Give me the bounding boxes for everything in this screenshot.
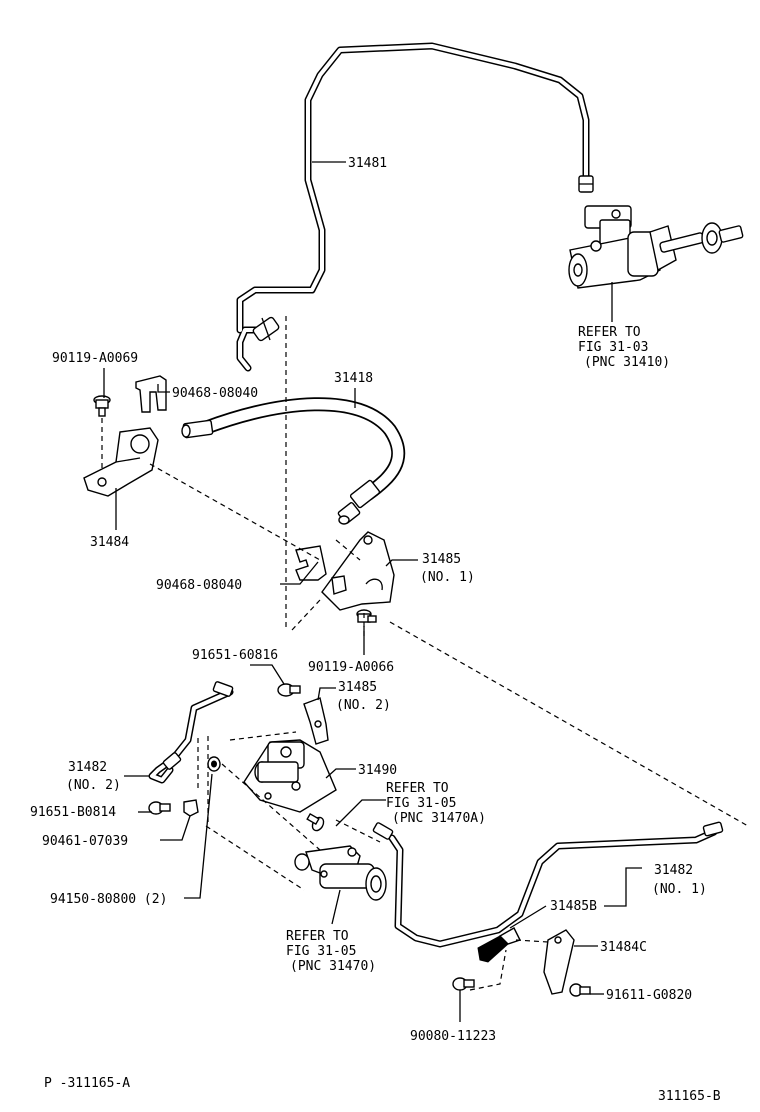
flexible-hose-31418 bbox=[181, 397, 406, 525]
label-31485-no1-sub: (NO. 1) bbox=[420, 570, 475, 585]
clutch-master-cylinder bbox=[568, 205, 744, 322]
label-31482-no2-sub: (NO. 2) bbox=[66, 778, 121, 793]
bolt-90080-11223 bbox=[452, 977, 475, 991]
label-31485-no1: 31485 bbox=[422, 552, 461, 567]
union-31490 bbox=[243, 739, 337, 813]
pipe-31482-no2 bbox=[148, 681, 234, 784]
label-31490: 31490 bbox=[358, 763, 397, 778]
clip-94150-80800 bbox=[207, 756, 221, 772]
clutch-release-cylinder bbox=[294, 845, 387, 901]
label-90468-08040-top: 90468-08040 bbox=[172, 386, 258, 401]
label-90468-08040-mid: 90468-08040 bbox=[156, 578, 242, 593]
label-90080-11223: 90080-11223 bbox=[410, 1029, 496, 1044]
bolt-ref-31470a bbox=[306, 812, 325, 832]
label-31484: 31484 bbox=[90, 535, 129, 550]
label-90119-a0066: 90119-A0066 bbox=[308, 660, 394, 675]
part-labels: 31481 REFER TO FIG 31-03 (PNC 31410) 901… bbox=[30, 156, 721, 1104]
bolt-91651-60816 bbox=[277, 683, 301, 697]
label-refer-fig-31-03-line3: (PNC 31410) bbox=[584, 355, 670, 370]
label-31482-no2: 31482 bbox=[68, 760, 107, 775]
bolt-90119-a0069 bbox=[93, 395, 111, 417]
footer-figure-code-left: P -311165-A bbox=[44, 1076, 130, 1091]
label-refer-fig-31-03-line1: REFER TO bbox=[578, 325, 641, 340]
label-91611-g0820: 91611-G0820 bbox=[606, 988, 692, 1003]
label-90119-a0069: 90119-A0069 bbox=[52, 351, 138, 366]
bracket-31485-no2 bbox=[303, 697, 329, 745]
clip-90468-08040-mid bbox=[295, 545, 327, 581]
label-31485-no2-sub: (NO. 2) bbox=[336, 698, 391, 713]
pipe-31481-flare-nut-lower bbox=[252, 316, 280, 342]
bolt-91651-b0814 bbox=[148, 801, 171, 815]
bolt-91611-g0820 bbox=[569, 983, 591, 997]
label-refer-fig-31-05a-line1: REFER TO bbox=[386, 781, 449, 796]
label-refer-fig-31-03-line2: FIG 31-03 bbox=[578, 340, 648, 355]
label-refer-fig-31-05a-line3: (PNC 31470A) bbox=[392, 811, 486, 826]
label-31484c: 31484C bbox=[600, 940, 647, 955]
label-91651-b0814: 91651-B0814 bbox=[30, 805, 116, 820]
label-refer-fig-31-05-line2: FIG 31-05 bbox=[286, 944, 356, 959]
label-refer-fig-31-05-line1: REFER TO bbox=[286, 929, 349, 944]
label-31481: 31481 bbox=[348, 156, 387, 171]
bracket-31484 bbox=[83, 427, 159, 497]
pipe-31481 bbox=[236, 42, 590, 372]
pipe-31481-flare-nut-upper bbox=[578, 175, 594, 193]
bracket-31485-no1 bbox=[321, 531, 395, 611]
label-31485b: 31485B bbox=[550, 899, 597, 914]
label-31485-no2: 31485 bbox=[338, 680, 377, 695]
label-refer-fig-31-05a-line2: FIG 31-05 bbox=[386, 796, 456, 811]
bracket-31484c bbox=[543, 929, 575, 995]
footer-figure-code-right: 311165-B bbox=[658, 1089, 721, 1104]
label-refer-fig-31-05-line3: (PNC 31470) bbox=[290, 959, 376, 974]
clip-90468-08040-top bbox=[135, 375, 167, 413]
label-31418: 31418 bbox=[334, 371, 373, 386]
label-31482-no1: 31482 bbox=[654, 863, 693, 878]
label-94150-80800: 94150-80800 (2) bbox=[50, 892, 167, 907]
leader-lines bbox=[103, 161, 642, 1022]
pipe-31482-no1 bbox=[372, 821, 724, 948]
alignment-dashes-lower bbox=[197, 731, 549, 991]
clamp-90461-07039 bbox=[183, 799, 199, 817]
label-91651-60816: 91651-60816 bbox=[192, 648, 278, 663]
label-90461-07039: 90461-07039 bbox=[42, 834, 128, 849]
label-31482-no1-sub: (NO. 1) bbox=[652, 882, 707, 897]
bolt-90119-a0066 bbox=[356, 609, 377, 623]
